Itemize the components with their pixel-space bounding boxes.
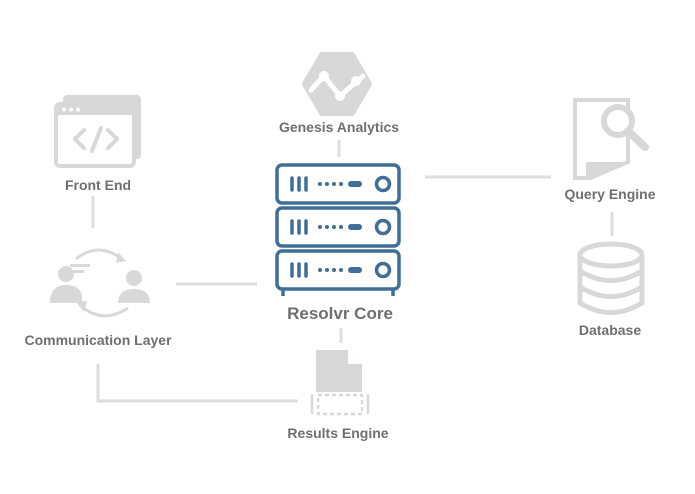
- resolvr-core-label: Resolvr Core: [287, 304, 393, 323]
- hexagon-analytics-icon: [302, 52, 372, 116]
- people-exchange-icon: [50, 248, 150, 318]
- server-dots: [318, 181, 362, 273]
- document-selection-icon: [310, 350, 370, 416]
- server-unit-middle: [275, 206, 401, 248]
- code-window-icon: [54, 95, 141, 168]
- genesis-analytics-label: Genesis Analytics: [278, 119, 400, 135]
- server-unit-bottom: [275, 249, 401, 291]
- query-engine-label: Query Engine: [564, 186, 656, 202]
- database-icon: [577, 241, 645, 315]
- communication-layer-label: Communication Layer: [24, 332, 172, 348]
- server-stack-icon: [275, 163, 401, 296]
- connectors: [91, 140, 614, 403]
- database-label: Database: [578, 322, 642, 338]
- results-engine-label: Results Engine: [287, 425, 389, 441]
- front-end-label: Front End: [64, 177, 132, 193]
- connector-communication-results: [96, 364, 298, 403]
- server-unit-top: [275, 163, 401, 205]
- document-search-icon: [573, 98, 649, 180]
